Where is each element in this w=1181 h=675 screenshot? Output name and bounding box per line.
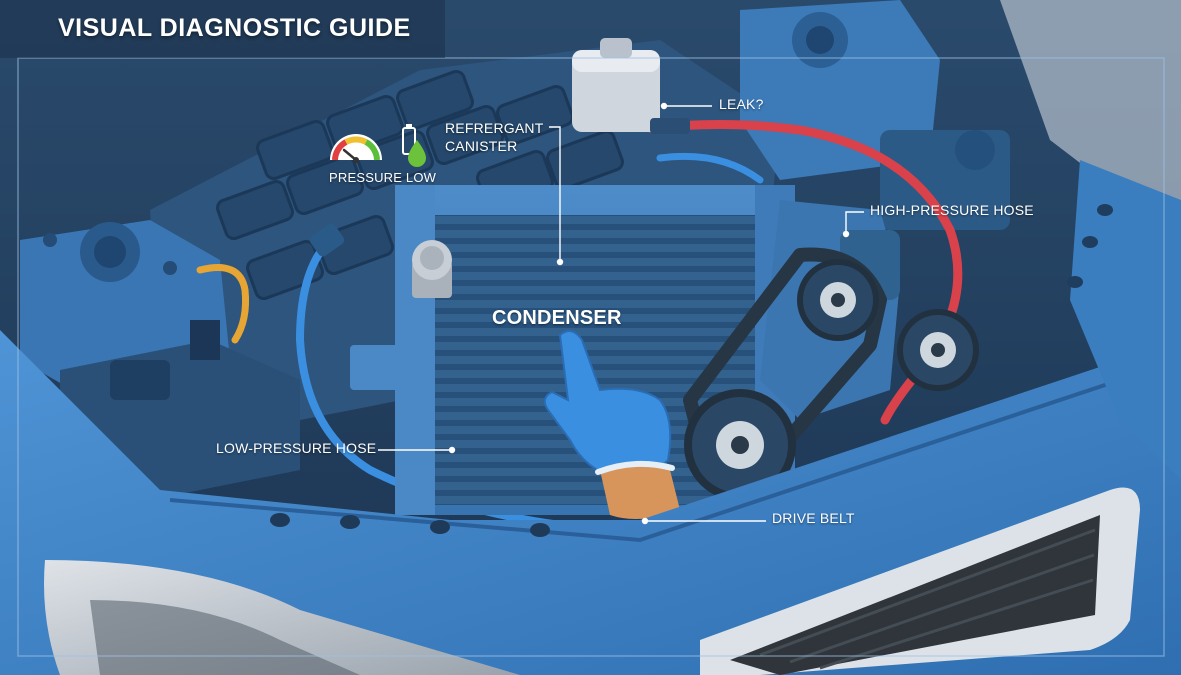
right-reservoir xyxy=(740,0,1010,230)
low-pressure-hose-label: LOW-PRESSURE HOSE xyxy=(216,440,377,456)
overlay-frame xyxy=(17,57,1165,657)
coolant-pipe xyxy=(196,264,249,344)
refrigerant-label-line2: CANISTER xyxy=(445,138,518,154)
high-pressure-hose-label: HIGH-PRESSURE HOSE xyxy=(870,202,1034,218)
pressure-low-label: PRESSURE LOW xyxy=(329,170,437,185)
title-bar xyxy=(0,0,445,58)
refrigerant-canister-label: REFRERGANT CANISTER xyxy=(445,119,543,155)
refrigerant-label-line1: REFRERGANT xyxy=(445,120,544,136)
leader-lines xyxy=(378,105,864,522)
leader-dots xyxy=(448,102,850,525)
page-title: VISUAL DIAGNOSTIC GUIDE xyxy=(58,14,411,42)
drive-belt-label: DRIVE BELT xyxy=(772,510,855,526)
background-highlight xyxy=(1000,0,1181,240)
leak-drop-icon xyxy=(408,140,426,167)
low-pressure-hose-upper xyxy=(656,152,764,184)
right-fender xyxy=(1067,160,1181,480)
pressure-gauge-icon xyxy=(330,134,382,163)
grille xyxy=(700,487,1140,675)
pointing-hand-icon xyxy=(543,330,680,519)
leak-label: LEAK? xyxy=(719,96,764,112)
hose-fitting xyxy=(309,223,345,257)
refrigerant-canister xyxy=(572,38,690,134)
condenser-label: CONDENSER xyxy=(492,307,622,329)
condenser-cap xyxy=(412,240,452,298)
